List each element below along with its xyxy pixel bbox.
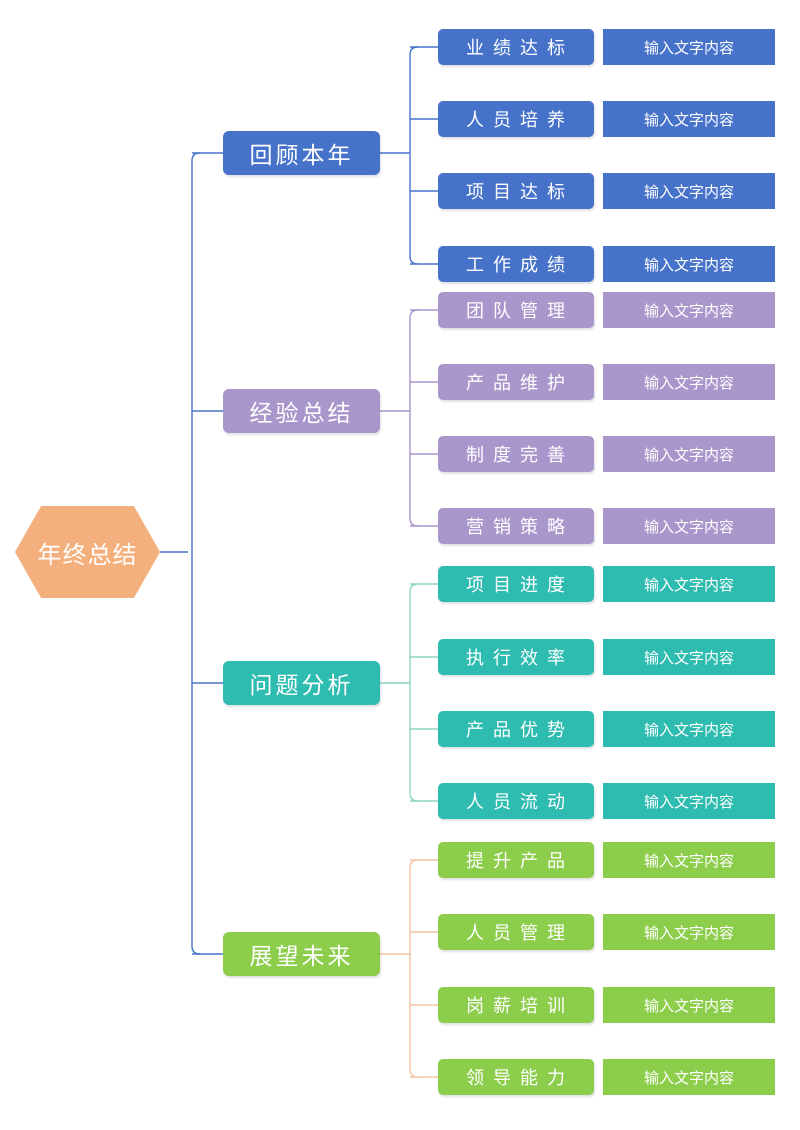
branch-experience-summary: 经验总结 <box>223 389 380 433</box>
branch-problem-analysis: 问题分析 <box>223 661 380 705</box>
leaf-node: 岗薪培训 <box>438 987 594 1023</box>
leaf-node: 营销策略 <box>438 508 594 544</box>
content-box[interactable]: 输入文字内容 <box>603 566 775 602</box>
leaf-bracket <box>409 309 419 527</box>
leaf-node: 产品优势 <box>438 711 594 747</box>
leaf-node: 产品维护 <box>438 364 594 400</box>
content-box[interactable]: 输入文字内容 <box>603 842 775 878</box>
content-box[interactable]: 输入文字内容 <box>603 914 775 950</box>
content-box[interactable]: 输入文字内容 <box>603 436 775 472</box>
content-box[interactable]: 输入文字内容 <box>603 173 775 209</box>
leaf-node: 人员管理 <box>438 914 594 950</box>
leaf-node: 项目进度 <box>438 566 594 602</box>
content-box[interactable]: 输入文字内容 <box>603 987 775 1023</box>
content-box[interactable]: 输入文字内容 <box>603 711 775 747</box>
leaf-bracket <box>409 859 419 1078</box>
content-box[interactable]: 输入文字内容 <box>603 364 775 400</box>
content-box[interactable]: 输入文字内容 <box>603 29 775 65</box>
content-box[interactable]: 输入文字内容 <box>603 101 775 137</box>
leaf-node: 人员培养 <box>438 101 594 137</box>
content-box[interactable]: 输入文字内容 <box>603 1059 775 1095</box>
content-box[interactable]: 输入文字内容 <box>603 292 775 328</box>
leaf-node: 制度完善 <box>438 436 594 472</box>
leaf-node: 执行效率 <box>438 639 594 675</box>
leaf-node: 工作成绩 <box>438 246 594 282</box>
branch-future-outlook: 展望未来 <box>223 932 380 976</box>
branch-review-year: 回顾本年 <box>223 131 380 175</box>
trunk-line <box>191 152 201 955</box>
leaf-node: 人员流动 <box>438 783 594 819</box>
content-box[interactable]: 输入文字内容 <box>603 246 775 282</box>
content-box[interactable]: 输入文字内容 <box>603 783 775 819</box>
leaf-node: 业绩达标 <box>438 29 594 65</box>
leaf-node: 项目达标 <box>438 173 594 209</box>
content-box[interactable]: 输入文字内容 <box>603 639 775 675</box>
leaf-node: 团队管理 <box>438 292 594 328</box>
leaf-bracket <box>409 46 419 265</box>
leaf-node: 领导能力 <box>438 1059 594 1095</box>
root-node: 年终总结 <box>15 506 160 598</box>
leaf-bracket <box>409 583 419 802</box>
leaf-node: 提升产品 <box>438 842 594 878</box>
content-box[interactable]: 输入文字内容 <box>603 508 775 544</box>
